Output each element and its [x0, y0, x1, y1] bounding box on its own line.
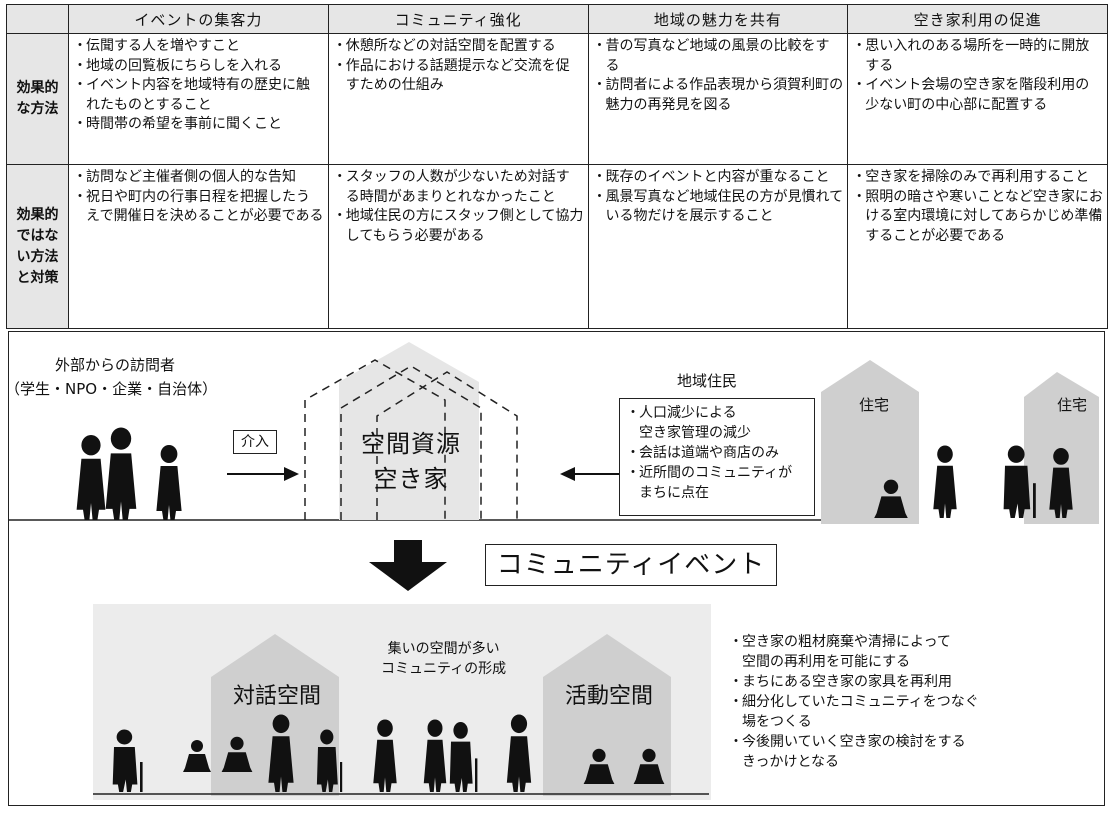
residents-notes-box: 人口減少による空き家管理の減少会話は道端や商店のみ近所間のコミュニティがまちに点…: [619, 398, 815, 516]
list-item: 訪問者による作品表現から須賀利町の魅力の再発見を図る: [593, 76, 844, 115]
community-event-label: コミュニティイベント: [496, 550, 766, 580]
list-item: 訪問など主催者側の個人的な告知: [73, 168, 324, 188]
column-header: イベントの集客力: [68, 4, 329, 34]
list-item: イベント会場の空き家を階段利用の少ない町の中心部に配置する: [852, 76, 1103, 115]
diagram-graphics: [9, 342, 1099, 800]
gathering-line1: 集いの空間が多い: [387, 641, 500, 657]
activity-space-label: 活動空間: [565, 684, 654, 709]
gathering-line2: コミュニティの形成: [381, 661, 507, 677]
list-item: 空き家を掃除のみで再利用すること: [852, 168, 1103, 188]
table-cell: スタッフの人数が少ないため対話する時間があまりとれなかったこと地域住民の方にスタ…: [327, 164, 589, 329]
list-item: 照明の暗さや寒いことなど空き家における室内環境に対してあらかじめ準備することが必…: [852, 188, 1103, 247]
column-header: 地域の魅力を共有: [587, 4, 849, 34]
list-item: まちにある空き家の家具を再利用: [729, 672, 1029, 692]
visitors-subtitle: （学生・NPO・企業・自治体）: [5, 380, 218, 398]
table-cell: 思い入れのある場所を一時的に開放するイベント会場の空き家を階段利用の少ない町の中…: [847, 33, 1108, 165]
arrow-in: [227, 467, 299, 481]
table-cell: 昔の写真など地域の風景の比較をする訪問者による作品表現から須賀利町の魅力の再発見…: [587, 33, 849, 165]
row-header-label: 効果的ではない方法と対策: [16, 206, 59, 286]
list-item: 思い入れのある場所を一時的に開放する: [852, 37, 1103, 76]
dialogue-space-label: 対話空間: [233, 684, 322, 709]
list-item: イベント内容を地域特有の歴史に触れたものとすること: [73, 76, 324, 115]
activity-house: [543, 634, 671, 796]
list-item: 休憩所などの対話空間を配置する: [333, 37, 584, 57]
intervention-label: 介入: [241, 434, 269, 450]
list-item: 作品における話題提示など交流を促すための仕組み: [333, 57, 584, 96]
outcomes-list: 空き家の粗材廃棄や清掃によって空間の再利用を可能にするまちにある空き家の家具を再…: [729, 632, 1029, 772]
intervention-box: 介入: [233, 430, 277, 454]
table-header-row: イベントの集客力 コミュニティ強化 地域の魅力を共有 空き家利用の促進: [6, 4, 1108, 34]
list-item: 既存のイベントと内容が重なること: [593, 168, 844, 188]
community-event-diagram: 外部からの訪問者 （学生・NPO・企業・自治体） 介入 空間資源 空き家 地域住…: [5, 331, 1105, 806]
column-header: コミュニティ強化: [327, 4, 589, 34]
column-header: 空き家利用の促進: [847, 4, 1108, 34]
community-event-box: コミュニティイベント: [485, 544, 777, 586]
list-item: 伝聞する人を増やすこと: [73, 37, 324, 57]
house-label-1: 住宅: [859, 396, 890, 414]
down-arrow: [369, 540, 447, 591]
arrow-from-residents: [560, 467, 619, 481]
list-item: 地域住民の方にスタッフ側として協力してもらう必要がある: [333, 207, 584, 246]
table-cell: 伝聞する人を増やすこと地域の回覧板にちらしを入れるイベント内容を地域特有の歴史に…: [68, 33, 329, 165]
list-item: 地域の回覧板にちらしを入れる: [73, 57, 324, 77]
space-resource-houses: [304, 342, 518, 520]
list-item: スタッフの人数が少ないため対話する時間があまりとれなかったこと: [333, 168, 584, 207]
space-label-line1: 空間資源: [361, 430, 461, 458]
space-label-line2: 空き家: [373, 465, 449, 493]
row-header: 効果的な方法: [6, 33, 69, 165]
list-item: 時間帯の希望を事前に聞くこと: [73, 115, 324, 135]
table-cell: 休憩所などの対話空間を配置する作品における話題提示など交流を促すための仕組み: [327, 33, 589, 165]
list-item: 祝日や町内の行事日程を把握したうえで開催日を決めることが必要である: [73, 188, 324, 227]
table-cell: 訪問など主催者側の個人的な告知祝日や町内の行事日程を把握したうえで開催日を決める…: [68, 164, 329, 329]
visitors-silhouettes: [76, 427, 182, 520]
space-resource-label: 空間資源 空き家: [361, 424, 461, 494]
table-cell: 空き家を掃除のみで再利用すること照明の暗さや寒いことなど空き家における室内環境に…: [847, 164, 1108, 329]
list-item: 昔の写真など地域の風景の比較をする: [593, 37, 844, 76]
visitors-title: 外部からの訪問者: [55, 356, 176, 374]
list-item: 会話は道端や商店のみ: [626, 443, 808, 463]
house-label-2: 住宅: [1057, 396, 1088, 414]
residents-title: 地域住民: [677, 372, 738, 390]
evaluation-table: イベントの集客力 コミュニティ強化 地域の魅力を共有 空き家利用の促進 効果的な…: [6, 4, 1108, 329]
table-corner: [6, 4, 69, 34]
row-header: 効果的ではない方法と対策: [6, 164, 69, 329]
gathering-note: 集いの空間が多い コミュニティの形成: [381, 638, 506, 678]
row-header-label: 効果的な方法: [16, 80, 59, 117]
table-cell: 既存のイベントと内容が重なること風景写真など地域住民の方が見慣れている物だけを展…: [587, 164, 849, 329]
list-item: 風景写真など地域住民の方が見慣れている物だけを展示すること: [593, 188, 844, 227]
